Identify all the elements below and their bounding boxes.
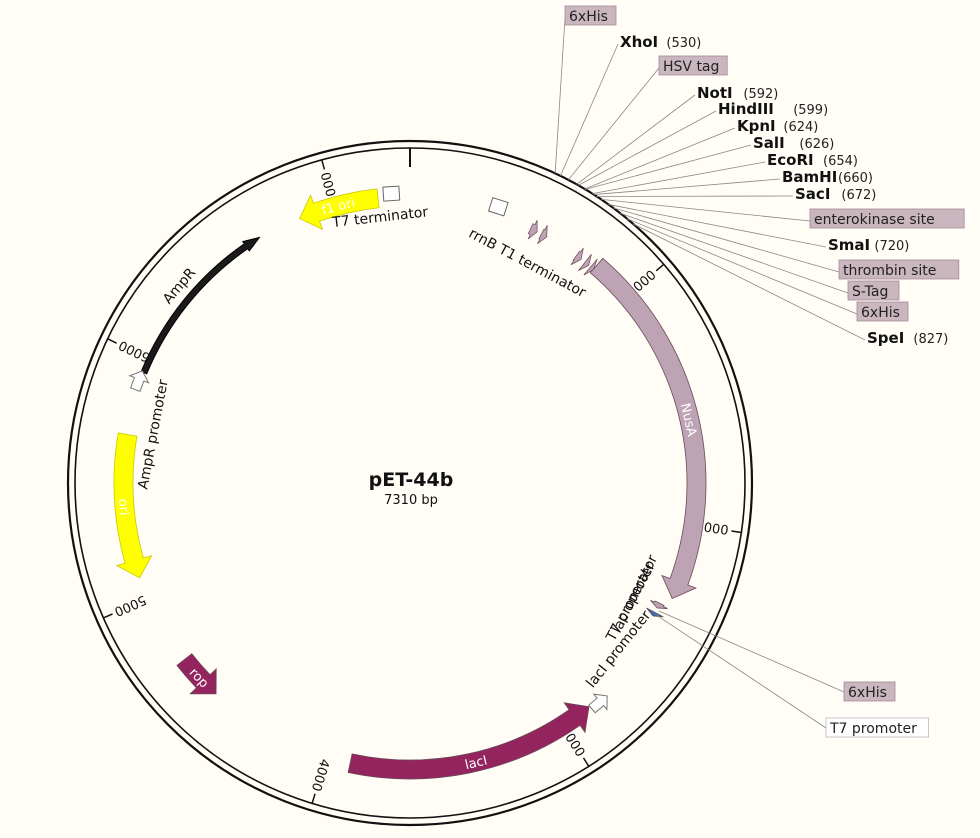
feature-arrow-t7-promoter [646,607,664,618]
site-name-ecori: EcoRI [767,151,814,169]
site-leader [632,223,866,341]
tick-mark [321,159,326,170]
feature-arrow-f1-ori [299,188,380,231]
site-leader [658,610,845,693]
backbone-outer-circle [66,139,754,827]
site-leader [576,94,696,185]
tag-label-6xhis: 6xHis [861,305,900,321]
site-leader [626,218,858,315]
promoter-arrow-ampr-promoter [128,370,150,392]
tick-mark [582,757,590,767]
promoter-arrow-laci-promoter [588,693,608,714]
tag-feature-arrow [537,225,548,245]
site-position: (624) [783,120,818,135]
site-leader [568,67,660,181]
tick-mark [655,263,665,272]
site-leader [656,614,827,729]
site-name-spei: SpeI [867,329,904,347]
site-position: (626) [799,137,834,152]
feature-arrow-nusa [589,257,707,599]
site-name-kpni: KpnI [737,117,776,135]
feature-arrow-lac-operator [650,599,668,609]
plasmid-size: 7310 bp [384,493,438,508]
site-leader [585,144,752,190]
site-leader [560,43,619,177]
site-position: (827) [913,332,948,347]
tag-label-hsv-tag: HSV tag [663,59,719,75]
feature-label-rrnb-t1-terminator: rrnB T1 terminator [466,226,589,302]
feature-arrow-ampr [140,236,261,375]
site-leader-lines [554,17,866,729]
tag-box [843,681,896,702]
tick-mark [103,613,113,619]
feature-label-nusa: NusA [677,402,699,438]
site-position: (654) [823,154,858,169]
site-leader [613,207,840,273]
small-features [128,185,608,714]
site-position: (592) [743,87,778,102]
feature-label-ampr-promoter: AmpR promoter [135,378,171,491]
tick-mark [731,530,742,534]
tick-mark [311,793,316,804]
feature-label-ampr: AmpR [160,265,200,307]
tag-box [658,55,728,76]
feature-arrows [113,188,707,780]
tick-label: 4000 [308,757,332,793]
tag-label-6xhis: 6xHis [569,9,608,25]
tag-label-s-tag: S-Tag [852,284,888,300]
site-position: (660) [838,171,873,186]
feature-box-rrnb-t1-terminator [487,197,509,217]
site-leader [578,110,717,186]
site-name-saci: SacI [795,185,830,203]
tag-box [825,717,929,738]
tag-label-thrombin-site: thrombin site [843,263,936,279]
tag-label-6xhis: 6xHis [848,685,887,701]
feature-arrow-rop [176,653,217,695]
site-leader [584,127,736,190]
site-leader [620,212,849,294]
site-name-bamhi: BamHI [782,168,837,186]
tag-box [856,301,909,322]
site-position: (672) [841,188,876,203]
tick-label: 5000 [112,592,148,619]
tag-box [838,259,960,280]
feature-arrow-ori [113,432,153,579]
tag-feature-arrow [527,220,538,240]
tick-mark [107,338,117,344]
tag-label-t7-promoter: T7 promoter [829,721,917,737]
site-position: (530) [666,36,701,51]
site-name-sali: SalI [753,134,785,152]
tag-feature-arrow [570,247,584,266]
tag-label-enterokinase-site: enterokinase site [814,212,935,228]
site-leader [593,178,781,195]
feature-label-ori: ori [115,498,131,516]
site-leader [592,161,766,195]
site-position: (720) [874,239,909,254]
site-leader [608,204,827,248]
feature-arrow-laci [347,702,590,780]
site-name-smai: SmaI [828,236,870,254]
site-name-hindiii: HindIII [718,100,774,118]
site-leader [554,17,566,174]
site-name-noti: NotI [697,84,733,102]
feature-label-laci: lacI [464,753,489,773]
plasmid-backbone [66,139,754,827]
tag-box [809,208,965,229]
tag-box [564,5,617,26]
tag-feature-arrow [583,258,598,276]
site-leader [601,199,811,222]
tag-feature-arrow [578,254,592,271]
tag-box [847,280,900,301]
site-name-xhoi: XhoI [620,33,658,51]
plasmid-name: pET-44b [369,469,454,491]
site-position: (599) [793,103,828,118]
feature-box-t7-terminator [382,185,401,202]
